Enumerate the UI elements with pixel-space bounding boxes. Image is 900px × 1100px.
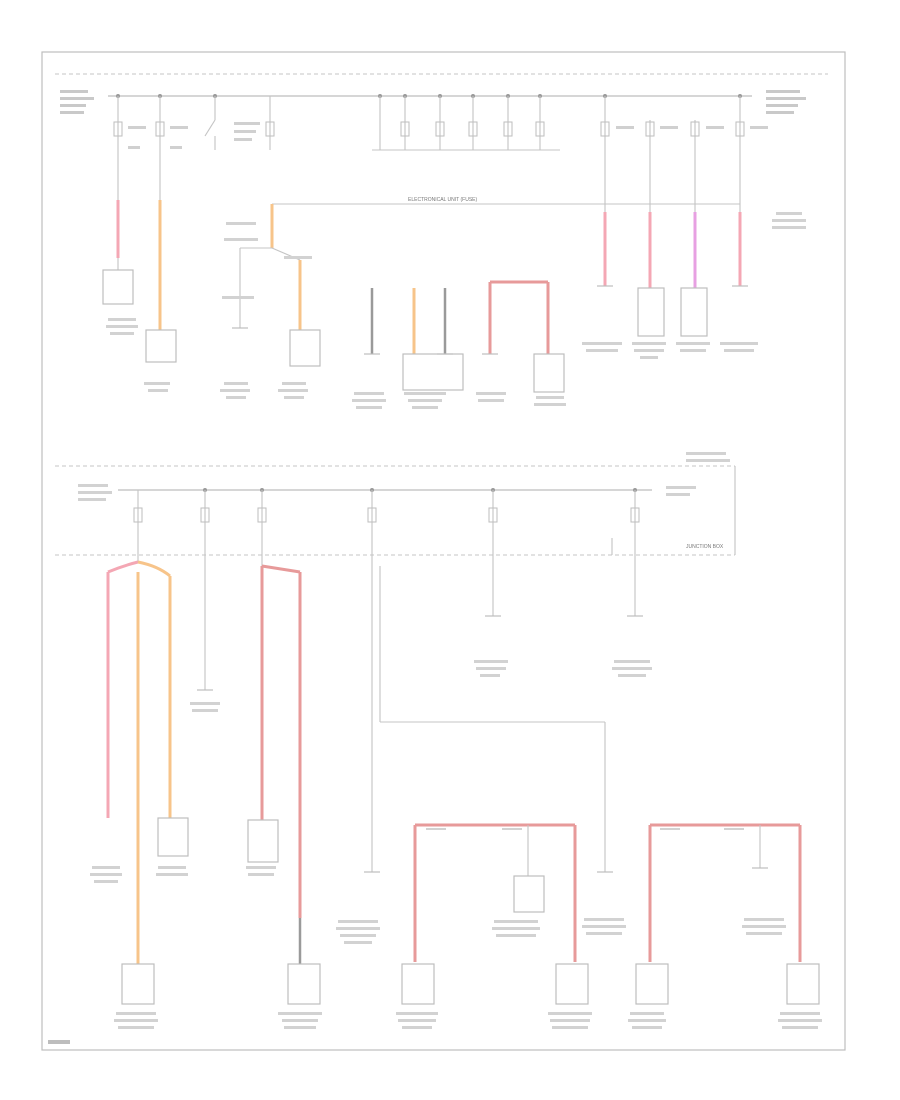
junction-box-label: JUNCTION BOX bbox=[686, 544, 724, 550]
harness-label: ELECTRONICAL UNIT (FUSE) bbox=[408, 197, 478, 203]
upper-grounds bbox=[232, 285, 748, 355]
upper-feed-label bbox=[60, 90, 94, 114]
lower-components bbox=[121, 817, 820, 1005]
lower-feed-label bbox=[78, 452, 730, 501]
upper-colored-wires bbox=[116, 200, 742, 354]
lower-wires bbox=[106, 560, 802, 968]
upper-fuse-drops bbox=[113, 94, 768, 212]
footer-code-mark bbox=[48, 1040, 70, 1044]
upper-right-feed-label bbox=[766, 90, 806, 114]
lower-text-blocks bbox=[90, 660, 822, 1029]
lower-fuse-drops bbox=[133, 488, 640, 570]
upper-text-blocks bbox=[106, 212, 806, 409]
lower-grounds bbox=[197, 615, 768, 873]
upper-components bbox=[102, 269, 708, 393]
diagram-frame bbox=[41, 51, 846, 1051]
